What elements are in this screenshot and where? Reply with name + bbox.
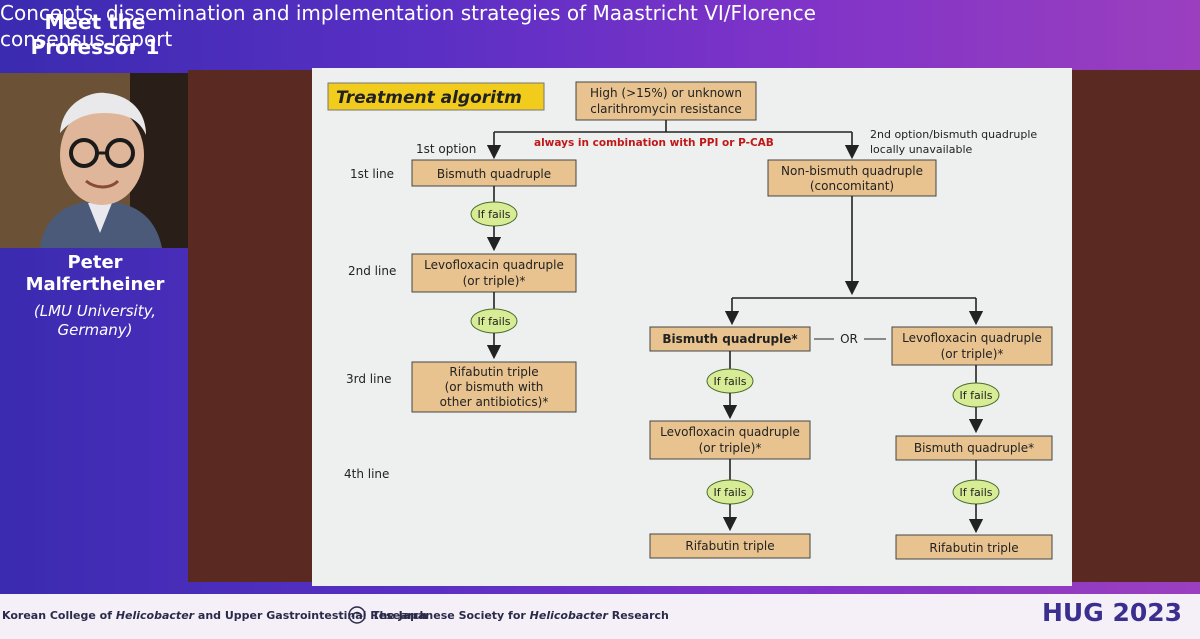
speaker-name: Peter Malfertheiner [0,252,190,296]
branch-b-bismuth-node [895,435,1053,461]
branch-a-bismuth-node [649,326,811,352]
diagram-title-box [327,82,545,111]
meet-the-professor-title: Meet the Professor 1 [10,10,180,60]
branch-a1-label: Bismuth quadruple* [662,332,798,346]
screen-border-left [188,70,312,582]
meet-title-line2: Professor 1 [30,35,160,59]
branch-b1-line2: (or triple)* [941,347,1004,361]
hug-2023-badge: HUG 2023 [1042,598,1183,627]
footer-left-italic: Helicobacter [115,609,195,622]
footer-left-suffix: and Upper Gastrointestinal Research [194,609,428,622]
footer-left-prefix: Korean College of [2,609,116,622]
diagram-title: Treatment algoritm [336,88,522,108]
branch-a2-line1: Levofloxacin quadruple [660,425,800,439]
jshr-logo-icon [348,606,366,624]
footer-mid-prefix: The Japanese Society for [372,609,530,622]
footer-korean-college: Korean College of Helicobacter and Upper… [2,609,427,622]
meet-title-line1: Meet the [44,10,146,34]
if-fails-label: If fails [477,315,510,328]
footer-mid-italic: Helicobacter [529,609,608,622]
branch-b3-label: Rifabutin triple [929,541,1018,555]
row-label-1st-line: 1st line [350,167,394,181]
option2-line1: 2nd option/bismuth quadruple [870,128,1037,141]
if-fails-label: If fails [477,208,510,221]
treatment-algorithm-diagram: Treatment algoritm High (>15%) or unknow… [327,81,1053,560]
branch-a3-label: Rifabutin triple [685,539,774,553]
row-label-3rd-line: 3rd line [346,372,391,386]
if-fails-label: If fails [713,375,746,388]
speaker-portrait-icon [0,73,190,248]
root-line1: High (>15%) or unknown [590,86,742,100]
left-n3-line1: Rifabutin triple [449,365,538,379]
right-top-line1: Non-bismuth quadruple [781,164,923,178]
branch-b1-line1: Levofloxacin quadruple [902,331,1042,345]
speaker-name-line1: Peter [67,252,123,273]
footer-japanese-society: The Japanese Society for Helicobacter Re… [372,609,669,622]
right-top-line2: (concomitant) [810,179,894,193]
speaker-affiliation: (LMU University, Germany) [0,302,190,340]
branch-b2-label: Bismuth quadruple* [914,441,1034,455]
branch-a-levofloxacin-node [649,420,811,460]
speaker-affil-line2: Germany) [57,321,133,339]
slide-title-line1: Concepts, dissemination and implementati… [0,1,816,25]
if-fails-label: If fails [713,486,746,499]
row-label-4th-line: 4th line [344,467,389,481]
branch-b-rifabutin-node [895,534,1053,560]
or-label: OR [840,332,858,346]
root-line2: clarithromycin resistance [590,102,742,116]
speaker-name-line2: Malfertheiner [25,274,165,295]
non-bismuth-quadruple-node [767,159,937,197]
left-bismuth-quadruple-node [411,159,577,187]
diagram-panel: Treatment algoritm High (>15%) or unknow… [312,68,1072,586]
branch-a-rifabutin-node [649,533,811,559]
left-n2-line1: Levofloxacin quadruple [424,258,564,272]
slide-title: Concepts, dissemination and implementati… [0,0,960,52]
option1-label: 1st option [416,142,476,156]
speaker-photo [0,73,190,248]
root-node [575,81,757,121]
if-fails-label: If fails [959,389,992,402]
left-levofloxacin-node [411,253,577,293]
branch-a2-line2: (or triple)* [699,441,762,455]
left-n3-line3: other antibiotics)* [440,395,549,409]
combination-note: always in combination with PPI or P-CAB [534,137,774,149]
row-label-2nd-line: 2nd line [348,264,396,278]
option2-line2: locally unavailable [870,143,973,156]
screen-border-right [1070,70,1200,582]
left-n2-line2: (or triple)* [463,274,526,288]
footer-mid-suffix: Research [607,609,669,622]
branch-b-levofloxacin-node [891,326,1053,366]
left-n1-label: Bismuth quadruple [437,167,551,181]
if-fails-label: If fails [959,486,992,499]
left-n3-line2: (or bismuth with [445,380,544,394]
slide-title-line2: consensus report [0,27,173,51]
footer-bar [0,594,1200,639]
left-rifabutin-node [411,361,577,413]
speaker-affil-line1: (LMU University, [33,302,157,320]
